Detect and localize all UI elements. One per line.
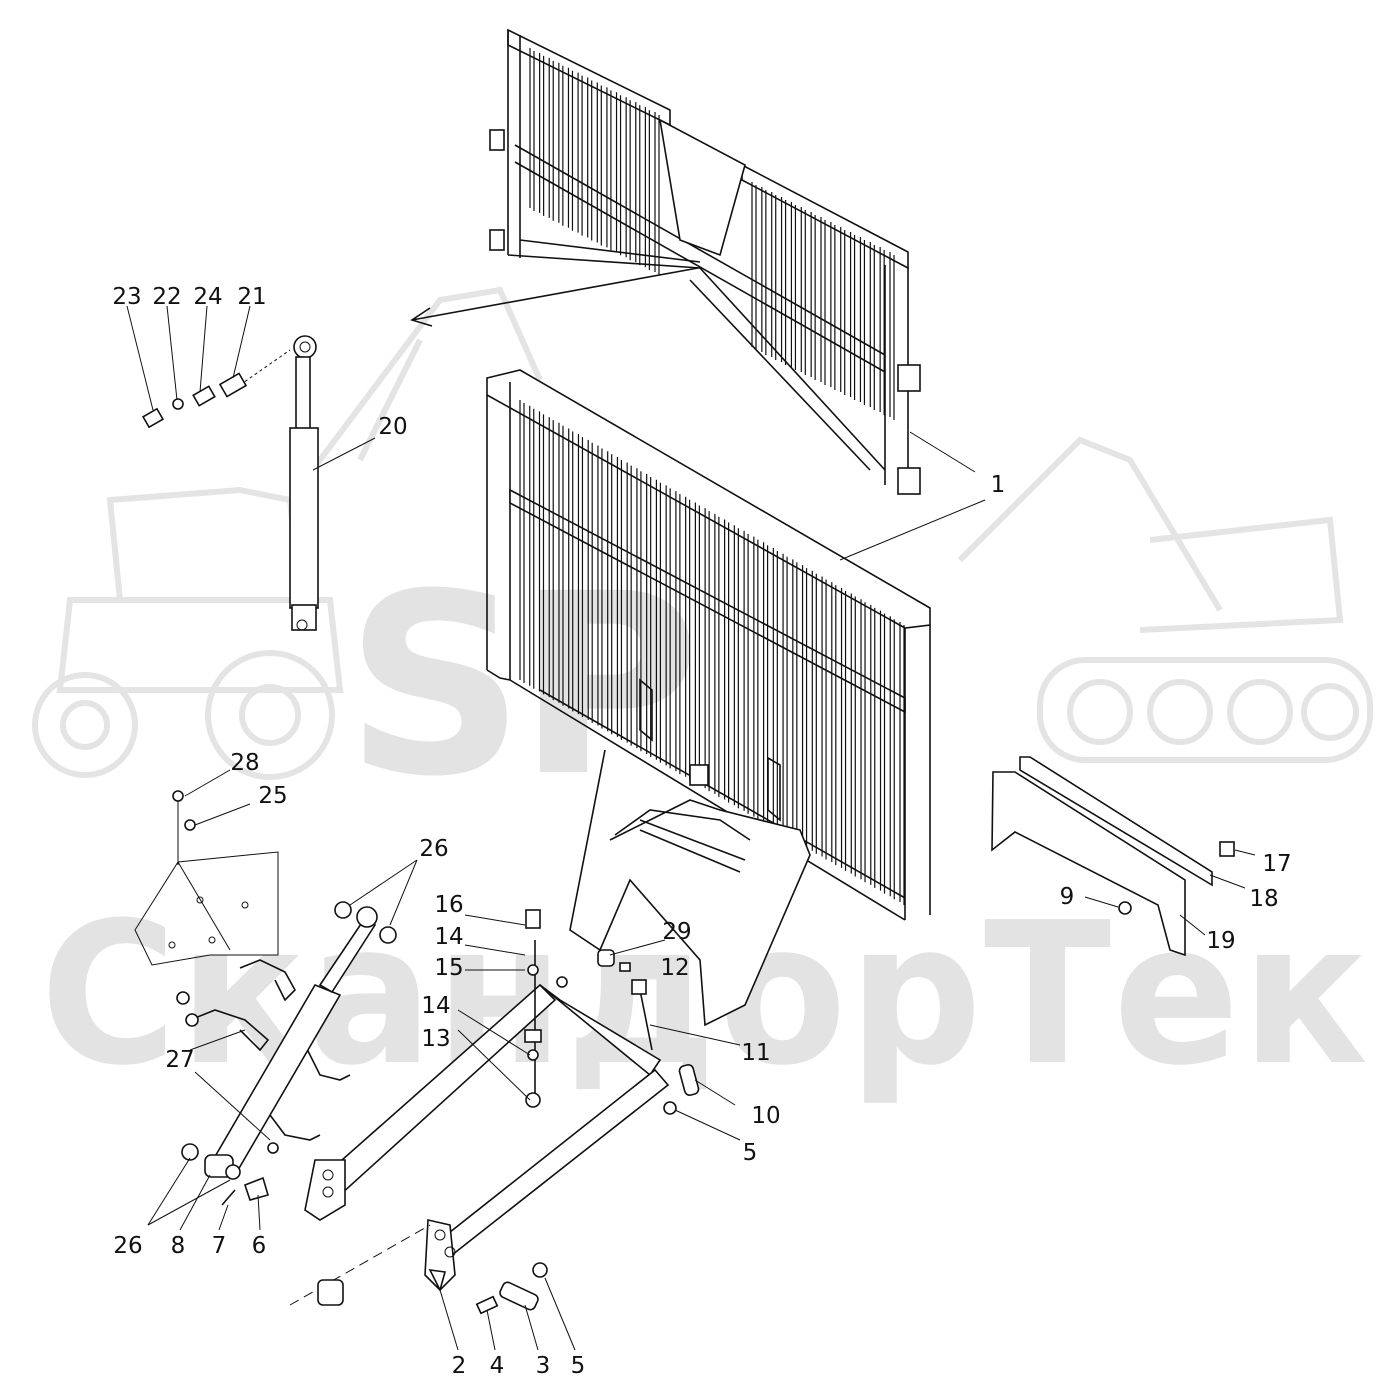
linkage-arm-right [424, 1068, 670, 1293]
callout-21: 21 [237, 284, 266, 310]
callout-18: 18 [1249, 886, 1278, 912]
callout-24: 24 [193, 284, 222, 310]
callout-23: 23 [112, 284, 141, 310]
side-plates [991, 756, 1235, 957]
grille-frame-rear-view [489, 28, 921, 495]
cover-plate [134, 790, 279, 966]
callout-7: 7 [212, 1233, 227, 1259]
pin-and-bolts [475, 909, 700, 1315]
callout-14-lower: 14 [421, 993, 450, 1019]
callout-4: 4 [490, 1353, 505, 1379]
callout-11: 11 [741, 1040, 770, 1066]
callout-29: 29 [662, 919, 691, 945]
callout-12: 12 [660, 955, 689, 981]
strut-fixings [141, 349, 291, 429]
hydraulic-cylinder [181, 901, 397, 1206]
hose-clips [176, 959, 351, 1154]
callout-labels: 23 22 24 21 20 1 28 25 26 16 14 15 29 12… [112, 284, 1291, 1379]
callout-25: 25 [258, 783, 287, 809]
callout-17: 17 [1262, 851, 1291, 877]
callout-6: 6 [252, 1233, 267, 1259]
callout-2: 2 [452, 1353, 467, 1379]
callout-28: 28 [230, 750, 259, 776]
callout-22: 22 [152, 284, 181, 310]
callout-15: 15 [434, 955, 463, 981]
callout-26-bottom: 26 [113, 1233, 142, 1259]
callout-16: 16 [434, 892, 463, 918]
callout-27: 27 [165, 1047, 194, 1073]
callout-3: 3 [536, 1353, 551, 1379]
linkage-arm-left [304, 983, 662, 1221]
callout-1: 1 [991, 472, 1006, 498]
callout-14-upper: 14 [434, 924, 463, 950]
grille-frame-front-view [486, 369, 931, 1027]
callout-9: 9 [1060, 884, 1075, 910]
callout-26-top: 26 [419, 836, 448, 862]
callout-20: 20 [378, 414, 407, 440]
gas-strut [289, 335, 319, 631]
callout-5-bottom: 5 [571, 1353, 586, 1379]
callout-5-mid: 5 [743, 1140, 758, 1166]
leader-lines [126, 305, 1256, 1351]
direction-arrow [410, 267, 699, 327]
callout-13: 13 [421, 1026, 450, 1052]
callout-19: 19 [1206, 928, 1235, 954]
watermark-excavator-right-icon [957, 436, 1373, 763]
callout-10: 10 [751, 1103, 780, 1129]
bushing [289, 1224, 431, 1306]
callout-8: 8 [171, 1233, 186, 1259]
